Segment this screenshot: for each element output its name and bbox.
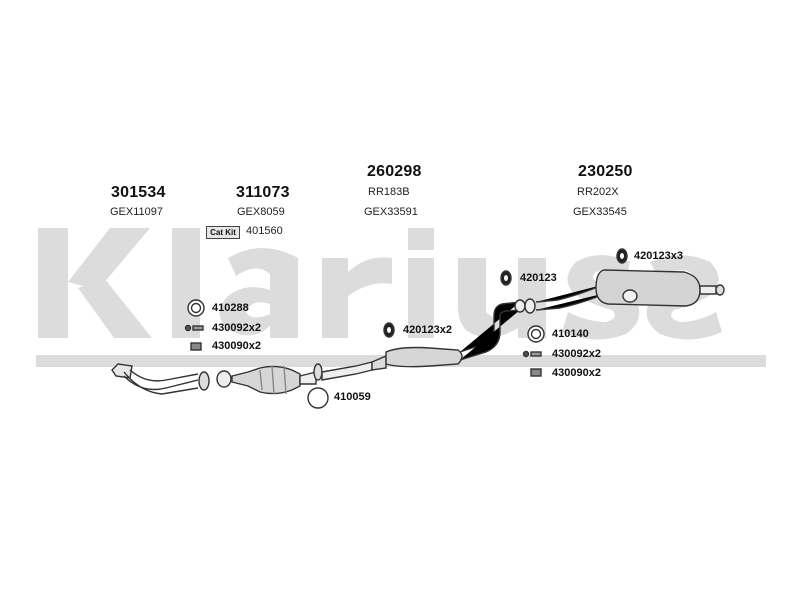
cat-kit-number: 401560	[246, 225, 283, 237]
fitting-label-bolt-rear: 430092x2	[552, 348, 601, 360]
gasket-ring-icon	[190, 302, 202, 314]
nut-icon	[190, 342, 202, 351]
catalytic-converter	[216, 363, 323, 395]
fitting-label-hanger-silencer: 420123x3	[634, 250, 683, 262]
code-downpipe: GEX11097	[110, 206, 164, 218]
bolt-icon	[184, 324, 204, 332]
centre-section	[321, 299, 526, 381]
front-downpipe	[111, 363, 210, 395]
gasket-ring-icon	[187, 299, 205, 317]
rear-silencer	[524, 269, 725, 314]
gasket-ring-icon	[527, 325, 545, 343]
ring-clamp-icon	[307, 387, 329, 409]
part-number-catalyst: 311073	[236, 184, 290, 201]
rubber-hanger-icon	[616, 248, 628, 264]
fitting-label-ring-clamp: 410059	[334, 391, 371, 403]
rubber-hanger-icon	[383, 322, 395, 338]
code2-centre-silencer: GEX33591	[364, 206, 418, 218]
part-number-centre-silencer: 260298	[367, 163, 422, 180]
fitting-label-bolt: 430092x2	[212, 322, 261, 334]
fitting-label-nut-rear: 430090x2	[552, 367, 601, 379]
bolt-icon	[522, 350, 542, 358]
code-rear-silencer: RR202X	[577, 186, 619, 198]
fitting-label-nut: 430090x2	[212, 340, 261, 352]
nut-icon	[530, 368, 542, 377]
cat-kit-badge: Cat Kit	[206, 226, 240, 239]
rubber-hanger-icon	[500, 270, 512, 286]
gasket-ring-icon	[530, 328, 542, 340]
fitting-label-gasket: 410288	[212, 302, 249, 314]
fitting-label-gasket-rear: 410140	[552, 328, 589, 340]
code-catalyst: GEX8059	[237, 206, 285, 218]
fitting-label-hanger-centre: 420123x2	[403, 324, 452, 336]
code-centre-silencer: RR183B	[368, 186, 410, 198]
part-number-rear-silencer: 230250	[578, 163, 633, 180]
fitting-label-hanger-rear: 420123	[520, 272, 557, 284]
code2-rear-silencer: GEX33545	[573, 206, 627, 218]
part-number-downpipe: 301534	[111, 184, 166, 201]
